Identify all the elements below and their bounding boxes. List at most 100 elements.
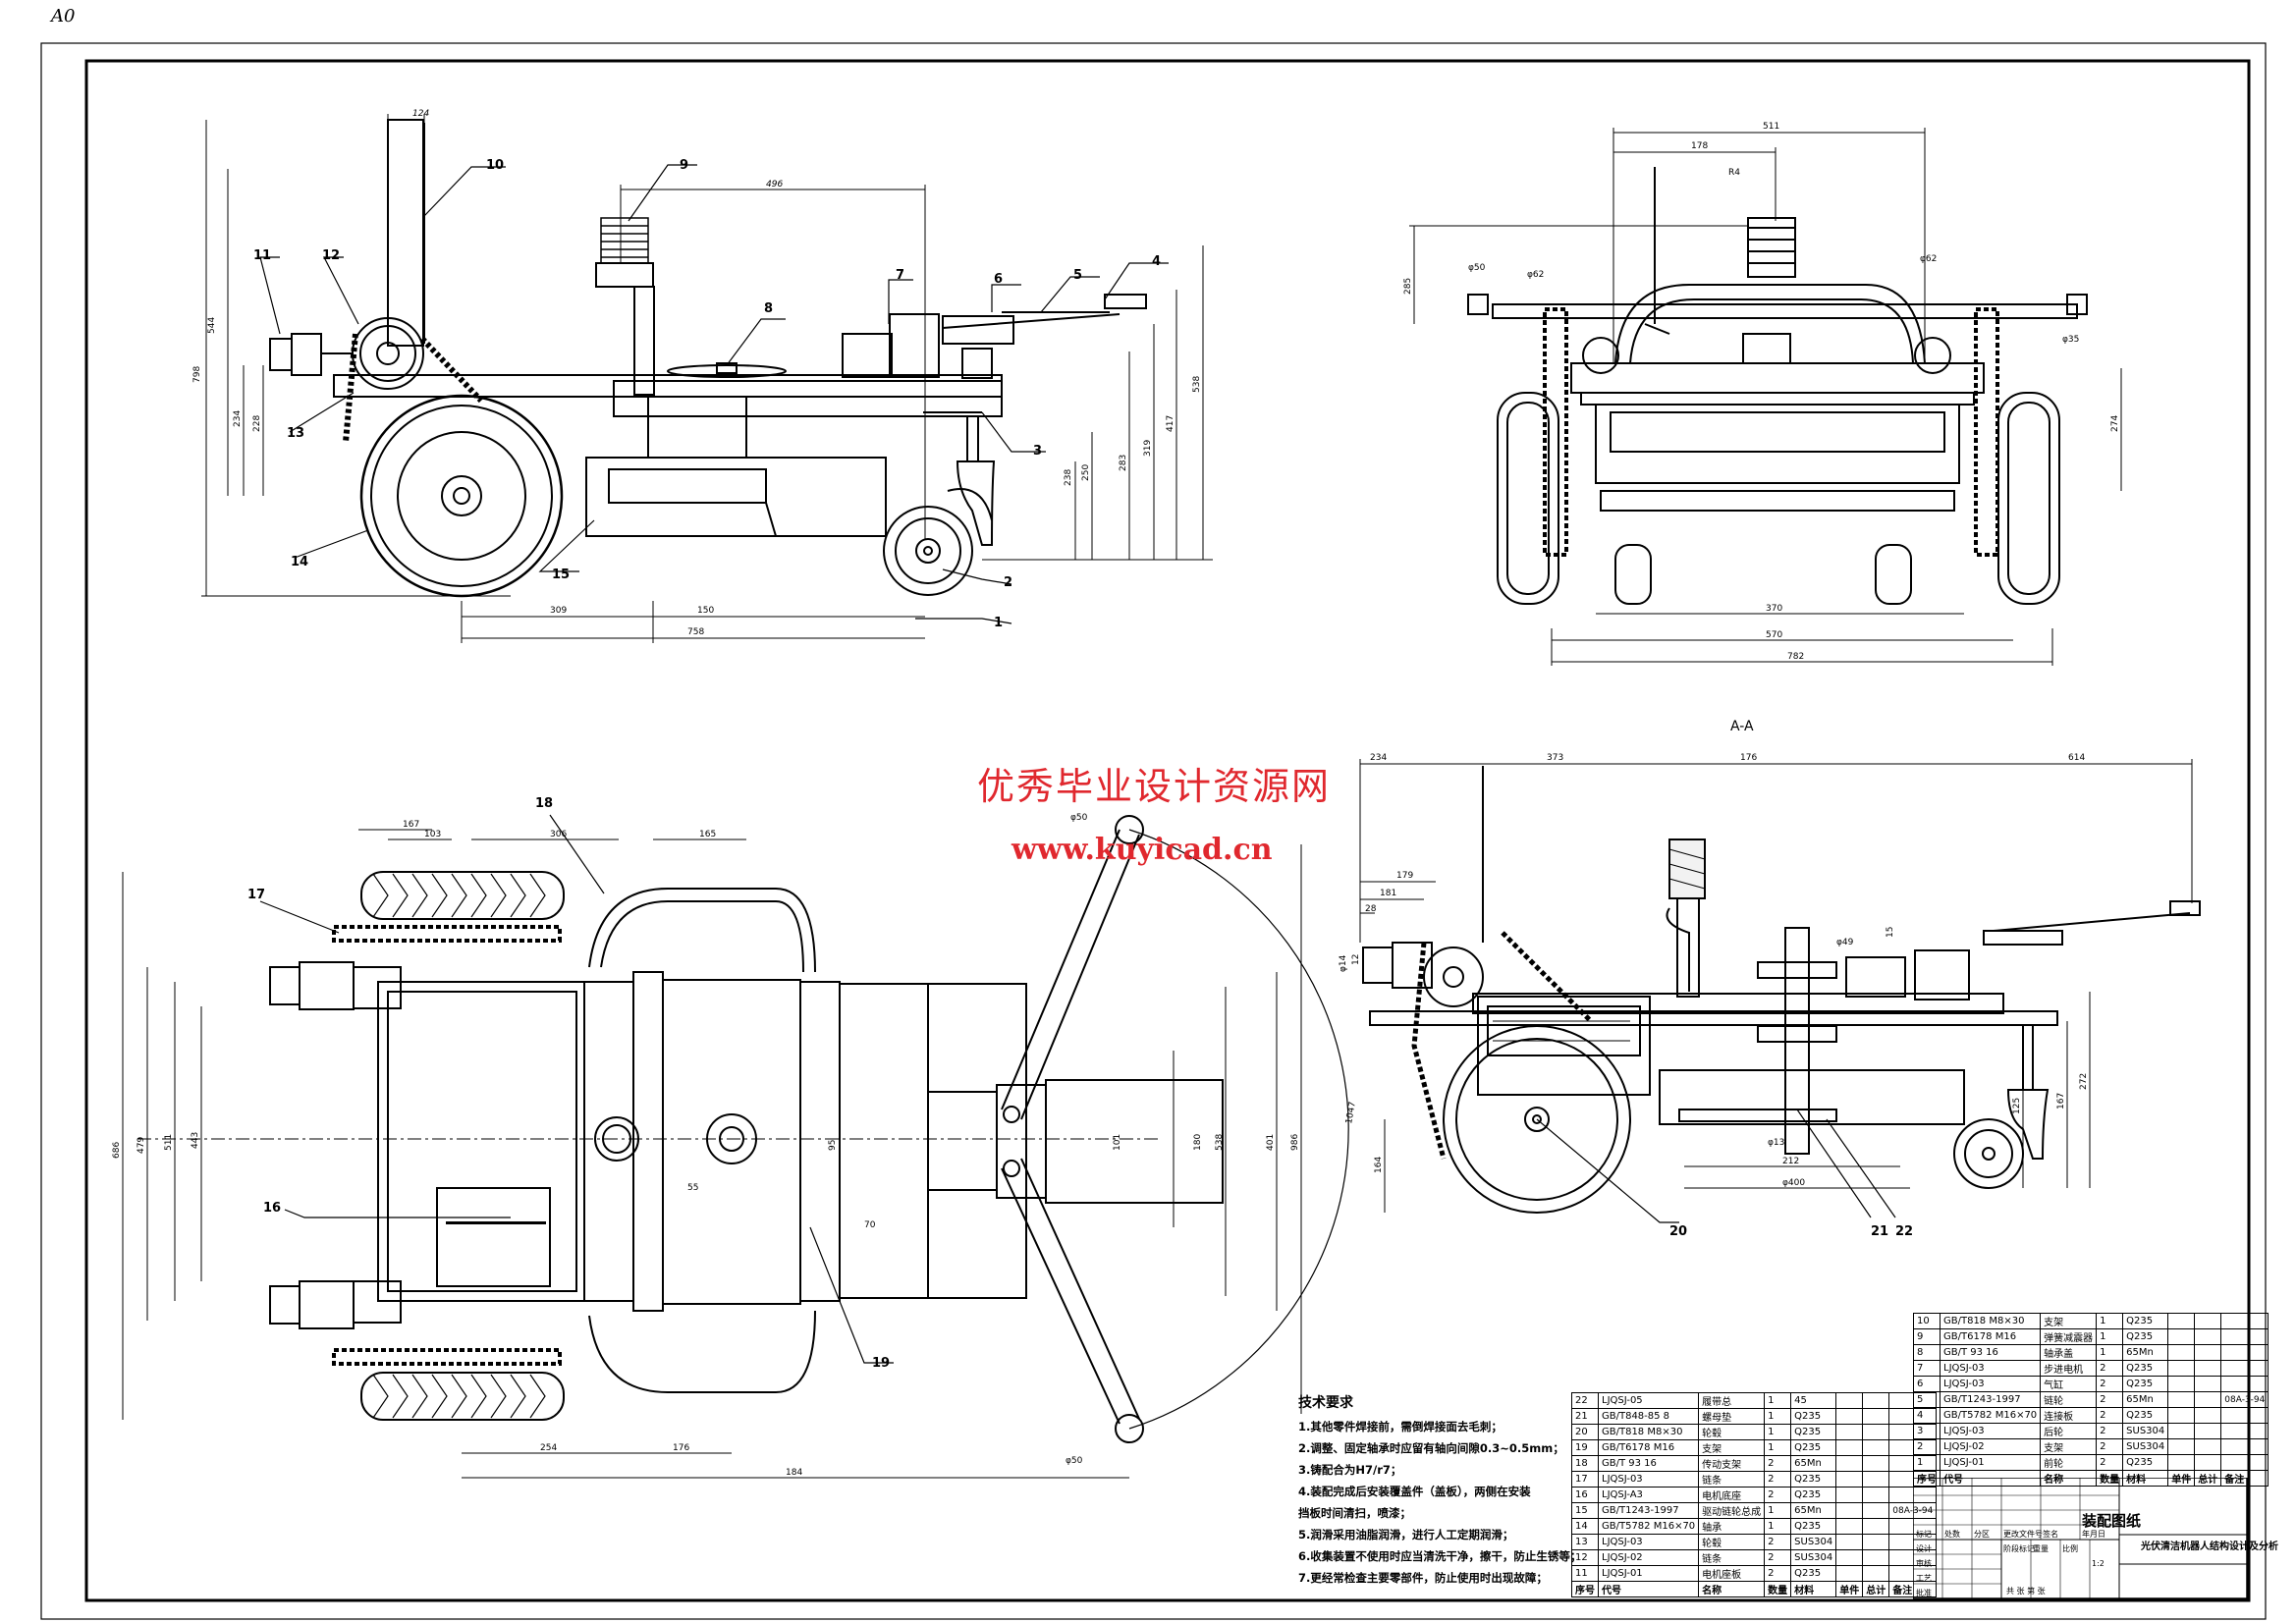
bom-cell-w1 [2167,1376,2196,1392]
bom-cell-ref [2220,1344,2269,1361]
bom-cell-name: 轮毂 [1698,1424,1766,1440]
bom-cell-qty: 2 [2096,1423,2124,1439]
bom-cell-code: GB/T6178 M16 [1939,1328,2042,1345]
bom-cell-name: 气缸 [2040,1376,2098,1392]
dim-phi50-bottom: φ50 [1066,1456,1083,1466]
bom-cell-w2 [1862,1549,1890,1566]
bom-cell-name: 连接板 [2040,1407,2098,1424]
dim-309: 309 [550,606,567,616]
balloon-9: 9 [680,158,688,173]
balloon-8: 8 [764,301,773,316]
tb-date: 年月日 [2082,1529,2105,1539]
bom-cell-qty: 1 [2096,1344,2124,1361]
bom-cell-code: LJQSJ-03 [1939,1360,2042,1377]
bom-cell-name: 支架 [1698,1439,1766,1456]
balloon-21: 21 [1871,1224,1888,1239]
bom-cell-code: GB/T 93 16 [1939,1344,2042,1361]
bom-cell-w2 [1862,1534,1890,1550]
bom-cell-qty: 1 [1764,1439,1792,1456]
bom-cell-no: 16 [1571,1487,1599,1503]
bom-cell-no: 21 [1571,1408,1599,1425]
bom-cell-no: 9 [1913,1328,1941,1345]
dim-274: 274 [2110,415,2120,432]
dim-164: 164 [1374,1157,1384,1173]
bom-cell-qty: 2 [1764,1455,1792,1472]
bom-cell-code: GB/T5782 M16×70 [1597,1518,1700,1535]
bom-cell-no: 18 [1571,1455,1599,1472]
bom-cell-name: 传动支架 [1698,1455,1766,1472]
bom-cell-w1 [2167,1454,2196,1471]
bom-cell-qty: 1 [2096,1328,2124,1345]
dim-250: 250 [1081,464,1091,481]
bom-cell-code: LJQSJ-03 [1597,1471,1700,1488]
bom-cell-no: 3 [1913,1423,1941,1439]
balloon-1: 1 [994,616,1003,630]
dim-686: 686 [112,1142,122,1159]
plan-view-dims [122,829,1302,1479]
bom-cell-mat: Q235 [2122,1454,2169,1471]
bom-cell-w1 [1835,1424,1864,1440]
tech-item: 7.更经常检查主要零部件，防止使用时出现故障； [1298,1571,1548,1585]
tb-change-doc: 更改文件号 [2003,1529,2043,1539]
balloon-16: 16 [263,1201,281,1216]
bom-cell-qty: 1 [2096,1313,2124,1329]
bom-cell-w1 [1835,1502,1864,1519]
technical-requirements: 技术要求 1.其他零件焊接前，需倒焊接面去毛刺； 2.调整、固定轴承时应留有轴向… [1298,1392,1581,1589]
dim-70: 70 [864,1220,876,1230]
bom-cell-no: 15 [1571,1502,1599,1519]
tb-sign: 签名 [2043,1529,2058,1539]
dim-798: 798 [192,366,202,383]
bom-cell-no: 5 [1913,1391,1941,1408]
bom-cell-mat: SUS304 [1790,1549,1837,1566]
bom-cell-mat: Q235 [2122,1360,2169,1377]
tech-item: 挡板时间清扫，喷漆； [1298,1506,1411,1520]
bom-cell-no: 22 [1571,1392,1599,1409]
bom-cell-w2 [2194,1328,2222,1345]
bom-cell-w1 [2167,1438,2196,1455]
bom-cell-w2 [1862,1502,1890,1519]
bom-cell-name: 链轮 [2040,1391,2098,1408]
bom-header-mat: 材料 [1790,1581,1837,1597]
bom-cell-no: 7 [1913,1360,1941,1377]
dim-176-sec: 176 [1740,753,1757,763]
side-view-dims [1409,128,2122,666]
balloon-18: 18 [535,796,553,811]
project-name: 光伏清洁机器人结构设计及分析 [2141,1542,2278,1552]
bom-cell-mat: Q235 [2122,1407,2169,1424]
bom-cell-ref [2220,1438,2269,1455]
dim-544: 544 [207,317,217,334]
title-block: 标记 处数 分区 更改文件号 签名 年月日 设计 审核 工艺 批准 阶段标记 重… [1913,1478,2248,1599]
drawing-name: 装配图纸 [2082,1512,2142,1530]
bom-cell-w2 [2194,1407,2222,1424]
balloon-17: 17 [247,888,265,902]
dim-167-sec: 167 [2056,1093,2066,1109]
bom-cell-w2 [1862,1471,1890,1488]
watermark-title: 优秀毕业设计资源网 [977,765,1332,808]
bom-cell-mat: 65Mn [2122,1344,2169,1361]
bom-cell-w2 [1862,1439,1890,1456]
balloon-4: 4 [1152,254,1161,269]
bom-cell-w1 [2167,1360,2196,1377]
bom-cell-w2 [1862,1392,1890,1409]
dim-95: 95 [828,1140,838,1151]
sheet-size-label: A0 [51,6,76,27]
section-view-dims [1359,759,2193,1213]
dim-28: 28 [1365,904,1377,914]
bom-cell-w1 [2167,1391,2196,1408]
bom-cell-w1 [1835,1518,1864,1535]
bom-cell-qty: 2 [2096,1376,2124,1392]
balloon-10: 10 [486,158,504,173]
dim-234-sec: 234 [1370,753,1387,763]
bom-cell-mat: Q235 [1790,1487,1837,1503]
bom-cell-code: GB/T5782 M16×70 [1939,1407,2042,1424]
bom-cell-qty: 2 [2096,1454,2124,1471]
bom-cell-w1 [2167,1423,2196,1439]
balloon-19: 19 [872,1356,890,1371]
bom-cell-name: 弹簧减震器 [2040,1328,2098,1345]
